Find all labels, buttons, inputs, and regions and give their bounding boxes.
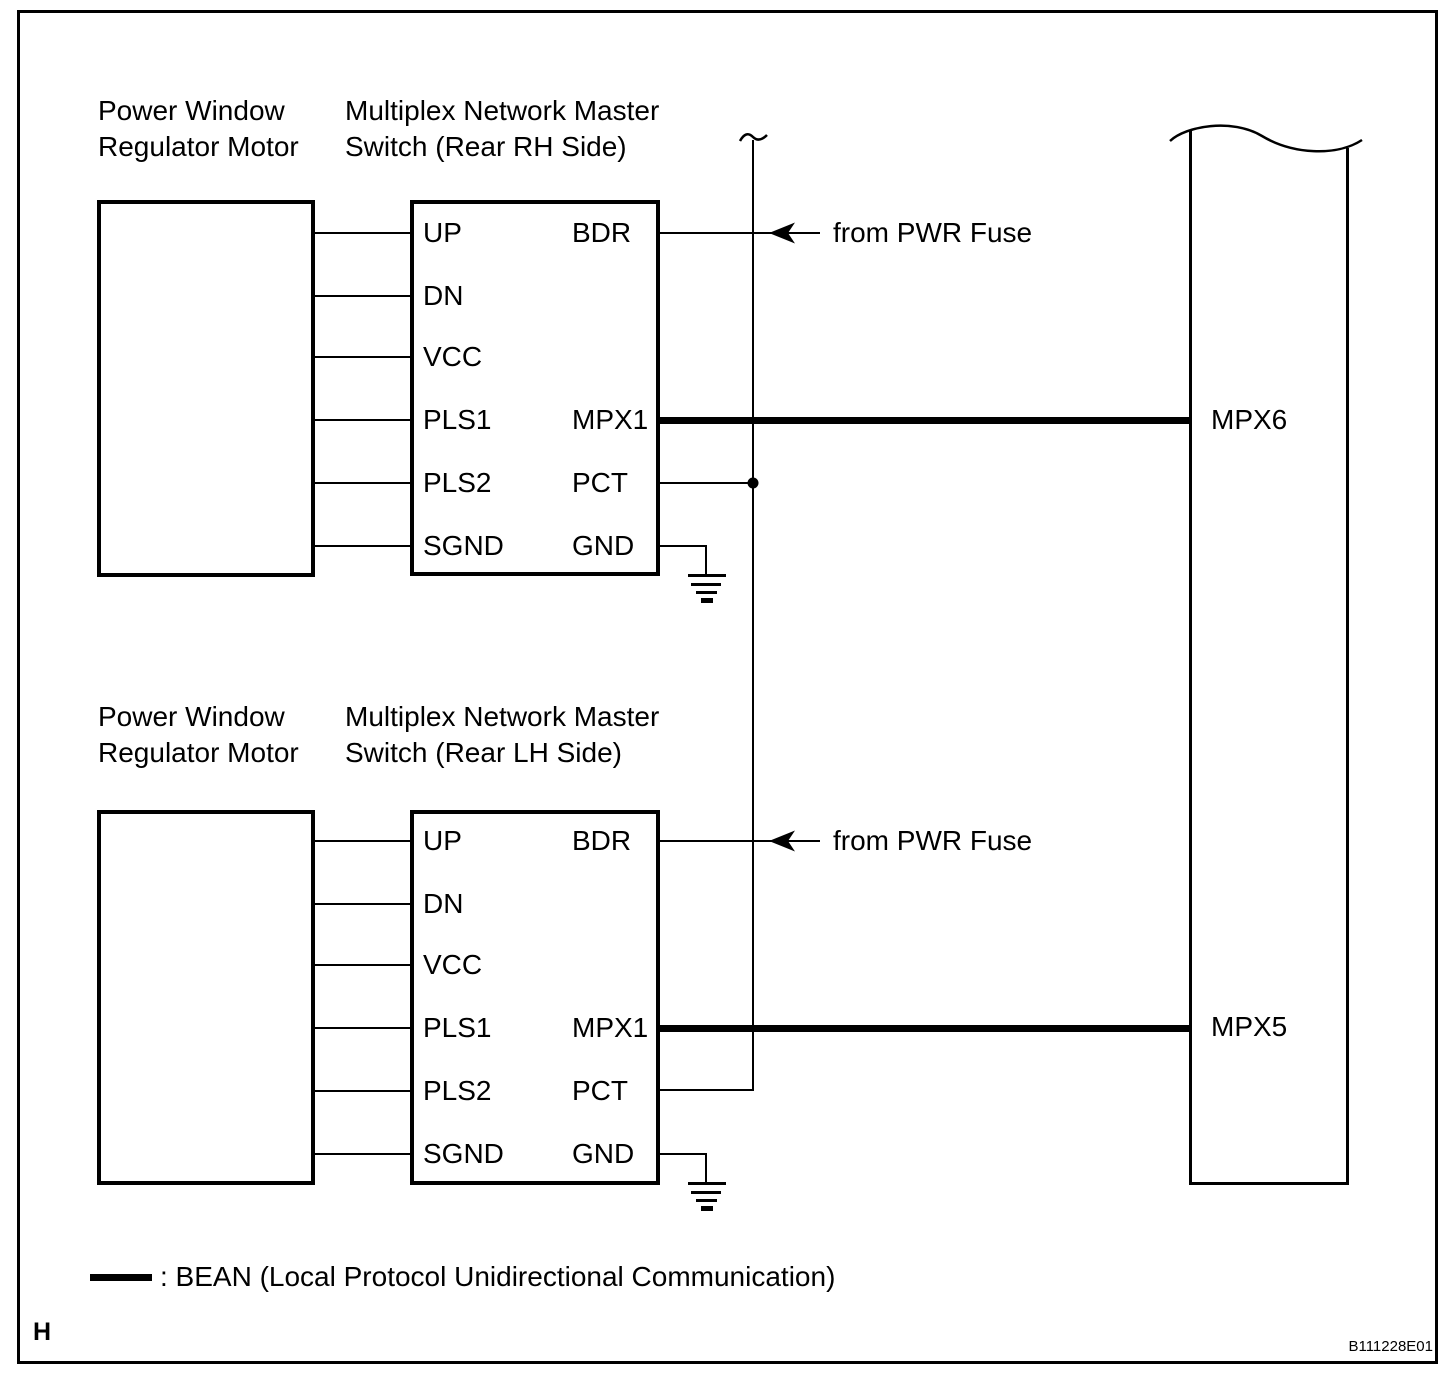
pin-label-vcc: VCC xyxy=(423,341,483,372)
pin-label-dn: DN xyxy=(423,280,464,311)
wire xyxy=(315,545,410,547)
pin-label-pls2: PLS2 xyxy=(423,467,492,498)
wire xyxy=(315,482,410,484)
pin-label-bdr: BDR xyxy=(572,825,632,856)
pin-label-sgnd: SGND xyxy=(423,530,504,561)
wire xyxy=(315,419,410,421)
wire xyxy=(315,356,410,358)
pin-label-pct: PCT xyxy=(572,1075,628,1106)
pin-label-mpx1: MPX1 xyxy=(572,404,649,435)
pin-label-pls1: PLS1 xyxy=(423,404,492,435)
switch-box-bottom xyxy=(410,810,660,1185)
bus-box-bottom-edge xyxy=(1189,1182,1349,1185)
pin-label-dn: DN xyxy=(423,888,464,919)
wire xyxy=(315,232,410,234)
pin-label-gnd: GND xyxy=(572,530,635,561)
fuse-label-top: from PWR Fuse xyxy=(833,217,1033,248)
motor-title-top: Power Window Regulator Motor xyxy=(98,93,299,165)
switch-title-line1: Multiplex Network Master xyxy=(345,95,660,126)
wire-pct xyxy=(660,482,754,484)
wire-gnd-drop xyxy=(705,545,707,576)
wire xyxy=(315,295,410,297)
wire-gnd xyxy=(660,1153,707,1155)
wire xyxy=(315,964,410,966)
legend-line-sample xyxy=(90,1274,152,1281)
motor-box-top xyxy=(97,200,315,577)
pin-label-sgnd: SGND xyxy=(423,1138,504,1169)
wire-gnd-drop xyxy=(705,1153,707,1184)
switch-title-line1: Multiplex Network Master xyxy=(345,701,660,732)
pin-label-pls1: PLS1 xyxy=(423,1012,492,1043)
bus-pin-label-mpx6: MPX6 xyxy=(1211,404,1288,435)
fuse-label-bottom: from PWR Fuse xyxy=(833,825,1033,856)
bean-bus-wire xyxy=(660,417,1190,424)
bus-box-left-edge xyxy=(1189,130,1192,1185)
pin-label-pls2: PLS2 xyxy=(423,1075,492,1106)
page-letter: H xyxy=(33,1318,52,1346)
wire-bdr xyxy=(660,232,820,234)
pin-label-mpx1: MPX1 xyxy=(572,1012,649,1043)
pwr-feed-line xyxy=(752,140,754,1091)
pin-label-up: UP xyxy=(423,825,462,856)
motor-box-bottom xyxy=(97,810,315,1185)
wire xyxy=(315,1027,410,1029)
switch-title-line2: Switch (Rear LH Side) xyxy=(345,737,622,768)
pin-label-bdr: BDR xyxy=(572,217,632,248)
wire-bdr xyxy=(660,840,820,842)
motor-title-line1: Power Window xyxy=(98,95,285,126)
switch-title-top: Multiplex Network Master Switch (Rear RH… xyxy=(345,93,659,165)
pin-label-pct: PCT xyxy=(572,467,628,498)
pin-label-up: UP xyxy=(423,217,462,248)
switch-title-bottom: Multiplex Network Master Switch (Rear LH… xyxy=(345,699,659,771)
wire xyxy=(315,903,410,905)
wire-gnd xyxy=(660,545,707,547)
bus-box-right-edge xyxy=(1346,148,1349,1185)
switch-box-top xyxy=(410,200,660,576)
switch-title-line2: Switch (Rear RH Side) xyxy=(345,131,627,162)
page-border xyxy=(17,10,1438,1364)
figure-id: B111228E01 xyxy=(1348,1338,1433,1355)
wire-pct xyxy=(660,1089,754,1091)
wire xyxy=(315,1090,410,1092)
legend-label: : BEAN (Local Protocol Unidirectional Co… xyxy=(160,1261,836,1292)
pin-label-vcc: VCC xyxy=(423,949,483,980)
motor-title-bottom: Power Window Regulator Motor xyxy=(98,699,299,771)
wire xyxy=(315,1153,410,1155)
motor-title-line2: Regulator Motor xyxy=(98,131,299,162)
motor-title-line1: Power Window xyxy=(98,701,285,732)
bus-pin-label-mpx5: MPX5 xyxy=(1211,1011,1288,1042)
wire xyxy=(315,840,410,842)
pin-label-gnd: GND xyxy=(572,1138,635,1169)
motor-title-line2: Regulator Motor xyxy=(98,737,299,768)
bean-bus-wire xyxy=(660,1025,1190,1032)
